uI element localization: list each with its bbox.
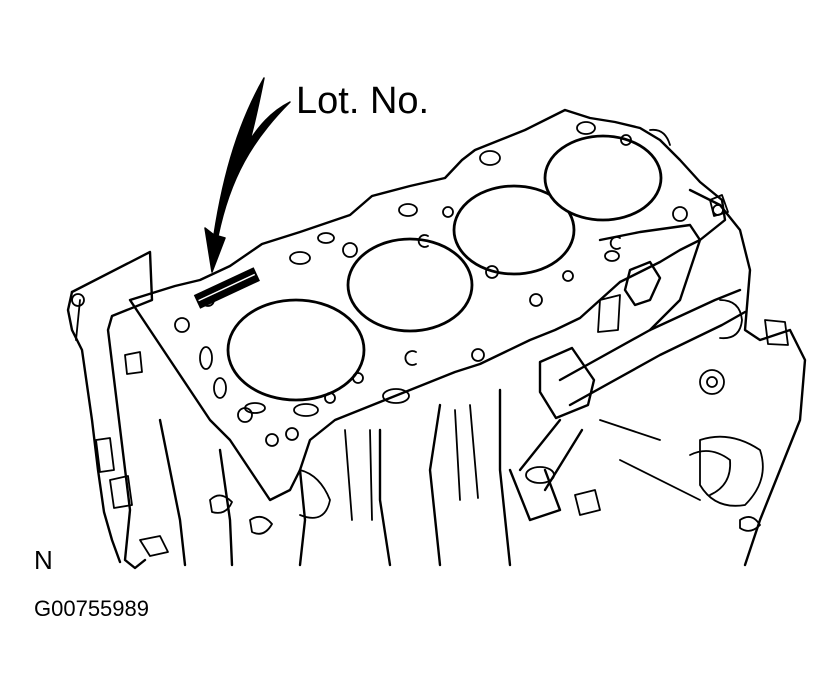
lot-number-callout-label: Lot. No.	[296, 80, 430, 122]
cylinder-head-gasket	[128, 108, 729, 519]
callout-arrow	[204, 77, 291, 273]
engine-block-right-side	[508, 188, 807, 567]
cylinder-bore-4	[543, 134, 663, 222]
orientation-label: N	[34, 545, 53, 575]
cylinder-bore-1	[226, 298, 366, 402]
engine-block-front-face	[158, 388, 512, 567]
cylinder-bore-2	[346, 237, 474, 333]
lot-number-marking	[193, 267, 260, 309]
figure-reference-code: G00755989	[34, 596, 149, 621]
engine-block-left-face	[66, 250, 169, 570]
cylinder-bore-3	[452, 184, 576, 276]
